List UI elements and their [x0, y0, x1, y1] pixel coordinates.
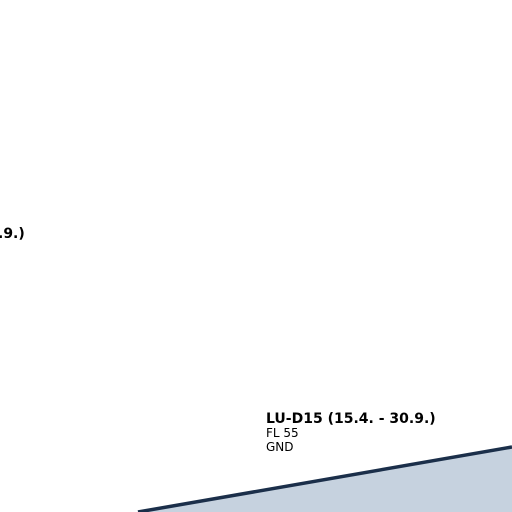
airspace-label-name: LU-D15 (15.4. - 30.9.) — [266, 411, 436, 427]
airspace-zone-border — [137, 445, 512, 512]
airspace-label-partial: .9.) — [0, 227, 25, 241]
airspace-lower-limit: GND — [266, 440, 294, 454]
airspace-upper-limit: FL 55 — [266, 426, 299, 440]
